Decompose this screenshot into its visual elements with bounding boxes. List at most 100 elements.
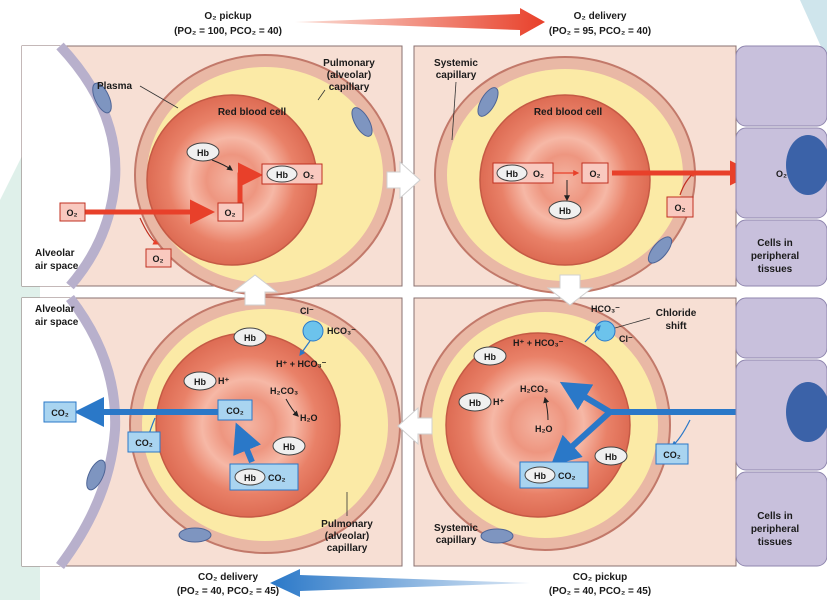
alveolar-label-1: Alveolar: [35, 304, 75, 315]
hb-molecule: [186, 142, 220, 162]
h2o-text: H₂O: [535, 424, 553, 434]
alveolar-label-2: air space: [35, 317, 79, 328]
hb-text: Hb: [469, 398, 481, 408]
co2-box: [127, 431, 161, 453]
chloride-label-1: Chloride: [656, 308, 697, 319]
co2-to-h2co3-arrow: [559, 381, 612, 415]
co2-text: CO₂: [135, 438, 153, 448]
co2-text: CO₂: [558, 471, 576, 481]
co2-release-arrow: [233, 422, 262, 464]
hb-text: Hb: [244, 333, 256, 343]
pulmonary-label-2: (alveolar): [325, 531, 369, 542]
co2-delivery-label: CO₂ delivery: [198, 572, 258, 583]
hb-text: Hb: [506, 169, 518, 179]
o2-box: [217, 202, 244, 222]
panel-co2-pickup-tissues: Systemic capillary Chloride shift CO₂ CO…: [413, 297, 770, 567]
systemic-label-2: capillary: [436, 70, 477, 81]
o2-pickup-label: O₂ pickup: [204, 11, 251, 22]
hb-molecule: [233, 327, 267, 347]
systemic-label-1: Systemic: [434, 58, 478, 69]
co2-box: [217, 399, 253, 421]
hb-text: Hb: [197, 148, 209, 158]
co2-box: [655, 443, 689, 465]
chloride-label-2: shift: [665, 321, 687, 332]
h2o-text: H₂O: [300, 413, 318, 423]
h2co3-text: H₂CO₃: [270, 386, 298, 396]
panel-co2-delivery-lungs: Alveolar air space Pulmonary (alveolar) …: [21, 294, 403, 570]
o2-text: O₂: [67, 208, 78, 218]
hco3-text: HCO₃⁻: [591, 304, 620, 314]
plasma-label: Plasma: [97, 81, 132, 92]
co2-box: [43, 401, 77, 423]
hb-molecule: [272, 436, 306, 456]
endothelial-nucleus: [351, 107, 373, 137]
red-blood-cell: [479, 94, 651, 266]
tissue-cells-top: O₂ Cells in peripheral tissues: [735, 45, 827, 287]
systemic-label-1: Systemic: [434, 523, 478, 534]
cells-label-1: Cells in: [757, 238, 793, 249]
o2-box: [145, 248, 172, 268]
endothelial-nucleus: [86, 459, 106, 491]
cells-label-1: Cells in: [757, 511, 793, 522]
h2co3-text: H₂CO₃: [520, 384, 548, 394]
rbc-label: Red blood cell: [534, 107, 603, 118]
cell-nucleus: [786, 135, 827, 195]
hb-text: Hb: [534, 471, 546, 481]
hb-text: Hb: [244, 473, 256, 483]
endothelial-nucleus: [480, 528, 514, 544]
cells-label-2: peripheral: [751, 251, 800, 262]
o2-pickup-pressures: (PO₂ = 100, PCO₂ = 40): [174, 26, 282, 37]
panel-o2-pickup-lungs: Red blood cell Plasma Pulmonary (alveola…: [21, 42, 403, 296]
o2-transport-arrow: [295, 8, 545, 36]
o2-text: O₂: [675, 203, 686, 213]
o2-dissolved-arrow: [139, 217, 160, 245]
hb-molecule: [594, 446, 628, 466]
band3-transporter: [302, 320, 324, 342]
co2-pickup-label: CO₂ pickup: [573, 572, 627, 583]
hb-text: Hb: [605, 452, 617, 462]
hb-text: Hb: [283, 442, 295, 452]
o2-box: [666, 196, 694, 218]
hco3-text: HCO₃⁻: [327, 326, 356, 336]
endothelial-nucleus: [647, 236, 673, 264]
h-hco3-text: H⁺ + HCO₃⁻: [276, 359, 327, 369]
cells-label-3: tissues: [758, 537, 793, 548]
band3-transporter: [594, 320, 616, 342]
co2-to-hb-arrow: [550, 409, 613, 467]
rbc-label: Red blood cell: [218, 107, 287, 118]
o2-text: O₂: [533, 169, 544, 179]
hb-text: Hb: [276, 170, 288, 180]
pulmonary-label-3: capillary: [327, 543, 368, 554]
systemic-label-2: capillary: [436, 535, 477, 546]
co2-text: CO₂: [663, 450, 681, 460]
endothelial-nucleus: [477, 87, 499, 117]
cl-text: Cl⁻: [300, 306, 314, 316]
panel-o2-delivery-tissues: Red blood cell Systemic capillary Hb O₂ …: [413, 45, 755, 294]
hb-molecule: [548, 200, 582, 220]
flow-arrow-down: [546, 274, 594, 306]
flow-arrow-left: [397, 406, 433, 446]
flow-arrow-right: [386, 160, 421, 200]
alveolar-label-1: Alveolar: [35, 248, 75, 259]
tissue-cells-bottom: Cells in peripheral tissues: [735, 297, 827, 567]
co2-pickup-pressures: (PO₂ = 40, PCO₂ = 45): [549, 586, 651, 597]
o2-delivery-label: O₂ delivery: [574, 11, 627, 22]
pulmonary-label-3: capillary: [329, 82, 370, 93]
endothelial-nucleus: [178, 527, 212, 543]
pulmonary-label-1: Pulmonary: [321, 519, 373, 530]
co2-text: CO₂: [226, 406, 244, 416]
co2-text: CO₂: [268, 473, 286, 483]
alveolar-label-2: air space: [35, 261, 79, 272]
hplus-text: H⁺: [218, 376, 229, 386]
o2-box: [59, 202, 86, 222]
pulmonary-label-1: Pulmonary: [323, 58, 375, 69]
o2-binding-arrow: [237, 162, 263, 205]
hb-molecule: [183, 371, 217, 391]
o2-text: O₂: [153, 254, 164, 264]
o2-delivery-pressures: (PO₂ = 95, PCO₂ = 40): [549, 26, 651, 37]
cl-text: Cl⁻: [619, 334, 633, 344]
endothelial-nucleus: [92, 82, 112, 114]
hb-text: Hb: [559, 206, 571, 216]
hb-text: Hb: [484, 352, 496, 362]
